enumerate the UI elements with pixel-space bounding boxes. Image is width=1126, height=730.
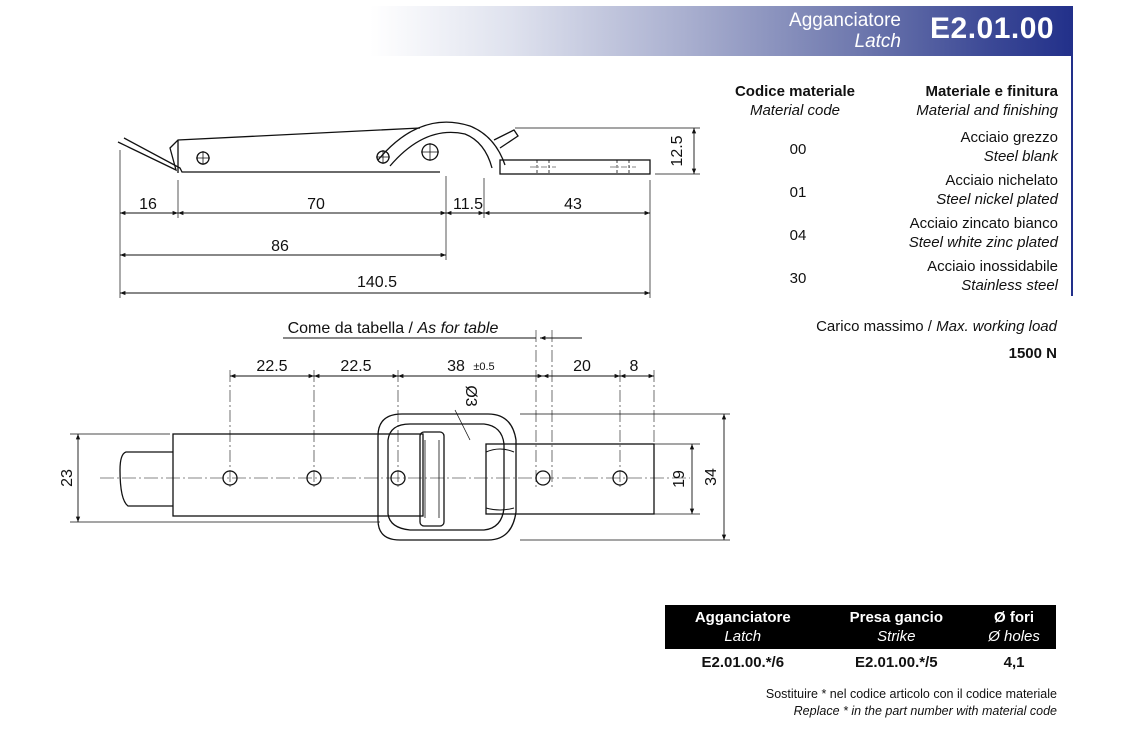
material-it: Acciaio zincato bianco	[909, 215, 1058, 232]
material-row: 30 Acciaio inossidabile Stainless steel	[700, 257, 1058, 300]
col-mat-en: Material and finishing	[916, 102, 1058, 119]
header-vertical-rule	[1071, 6, 1073, 296]
dim-19: 19	[671, 470, 688, 488]
header-title: Agganciatore Latch	[789, 10, 901, 52]
header-strike-en: Strike	[877, 628, 916, 645]
material-row: 01 Acciaio nichelato Steel nickel plated	[700, 171, 1058, 214]
latch-body-top	[117, 127, 421, 172]
material-desc: Acciaio grezzo Steel blank	[960, 128, 1058, 166]
material-en: Steel blank	[983, 148, 1058, 165]
title-english: Latch	[854, 31, 901, 52]
col-material-finishing: Materiale e finitura Material and finish…	[916, 82, 1058, 120]
lever-frame-inner	[387, 423, 505, 531]
material-code: 04	[789, 227, 807, 244]
material-table: Codice materiale Material code Materiale…	[700, 82, 1058, 300]
col-code-it: Codice materiale	[734, 83, 856, 100]
note-it: Come da tabella /	[288, 320, 418, 337]
hook-tip	[119, 451, 173, 507]
note-en: As for table	[416, 320, 498, 337]
material-code: 01	[789, 184, 807, 201]
latch-body	[172, 433, 424, 517]
part-table-row: E2.01.00.*/6 E2.01.00.*/5 4,1	[665, 649, 1056, 675]
material-desc: Acciaio inossidabile Stainless steel	[927, 257, 1058, 295]
strike-plate	[499, 159, 651, 175]
dim-12-5: 12.5	[669, 135, 686, 166]
dim-38: 38	[447, 358, 465, 375]
dim-70: 70	[307, 196, 325, 213]
load-label-en: Max. working load	[936, 318, 1057, 335]
dim-86: 86	[271, 238, 289, 255]
dim-23: 23	[59, 469, 76, 487]
header-strike-it: Presa gancio	[849, 609, 944, 626]
top-view	[70, 330, 730, 541]
material-table-header: Codice materiale Material code Materiale…	[700, 82, 1058, 120]
col-mat-it: Materiale e finitura	[925, 83, 1058, 100]
dim-11-5: 11.5	[453, 196, 483, 213]
material-it: Acciaio nichelato	[945, 172, 1058, 189]
dim-diameter-3: Ø3	[462, 385, 479, 406]
holes-diameter: 4,1	[972, 649, 1056, 675]
header-holes: Ø fori Ø holes	[972, 605, 1056, 650]
dim-43: 43	[564, 196, 582, 213]
dim-22-5-a: 22.5	[256, 358, 287, 375]
load-label-it: Carico massimo /	[816, 318, 937, 335]
material-en: Stainless steel	[961, 277, 1058, 294]
side-view	[117, 121, 700, 298]
strike-code: E2.01.00.*/5	[820, 649, 973, 675]
material-it: Acciaio grezzo	[960, 129, 1058, 146]
dim-140-5: 140.5	[357, 274, 397, 291]
material-en: Steel nickel plated	[936, 191, 1058, 208]
header-holes-en: Ø holes	[988, 628, 1040, 645]
max-load-value: 1500 N	[1008, 345, 1057, 362]
material-en: Steel white zinc plated	[908, 234, 1058, 251]
col-code-en: Material code	[749, 102, 841, 119]
footer-note-en: Replace * in the part number with materi…	[793, 704, 1057, 718]
product-code: E2.01.00	[930, 12, 1055, 45]
max-load: Carico massimo / Max. working load 1500 …	[816, 317, 1057, 363]
strike-plate-top	[485, 443, 655, 515]
footer-note-it: Sostituire * nel codice articolo con il …	[765, 687, 1057, 701]
dim-8: 8	[630, 358, 639, 375]
header-holes-it: Ø fori	[994, 609, 1035, 626]
dim-16: 16	[139, 196, 157, 213]
material-desc: Acciaio zincato bianco Steel white zinc …	[909, 214, 1058, 252]
dim-38-tolerance: ±0.5	[473, 361, 494, 373]
header-latch-en: Latch	[724, 628, 762, 645]
material-row: 00 Acciaio grezzo Steel blank	[700, 128, 1058, 171]
header-band	[370, 6, 1073, 56]
dim-20: 20	[573, 358, 591, 375]
material-it: Acciaio inossidabile	[927, 258, 1058, 275]
hinge-pin	[419, 431, 445, 527]
max-load-label: Carico massimo / Max. working load	[816, 317, 1057, 336]
header-latch-it: Agganciatore	[694, 609, 791, 626]
note-as-for-table: Come da tabella / As for table	[288, 320, 499, 337]
dim-34: 34	[703, 468, 720, 486]
material-code: 30	[789, 270, 807, 287]
material-row: 04 Acciaio zincato bianco Steel white zi…	[700, 214, 1058, 257]
footer-note: Sostituire * nel codice articolo con il …	[766, 686, 1057, 720]
col-material-code: Codice materiale Material code	[700, 82, 890, 120]
lever-arc	[377, 121, 506, 166]
lever-frame-outer	[377, 413, 517, 541]
dim-22-5-b: 22.5	[340, 358, 371, 375]
latch-code: E2.01.00.*/6	[665, 649, 821, 675]
latch-body-bottom	[123, 137, 440, 173]
material-desc: Acciaio nichelato Steel nickel plated	[936, 171, 1058, 209]
title-italian: Agganciatore	[789, 10, 901, 31]
material-code: 00	[789, 141, 807, 158]
